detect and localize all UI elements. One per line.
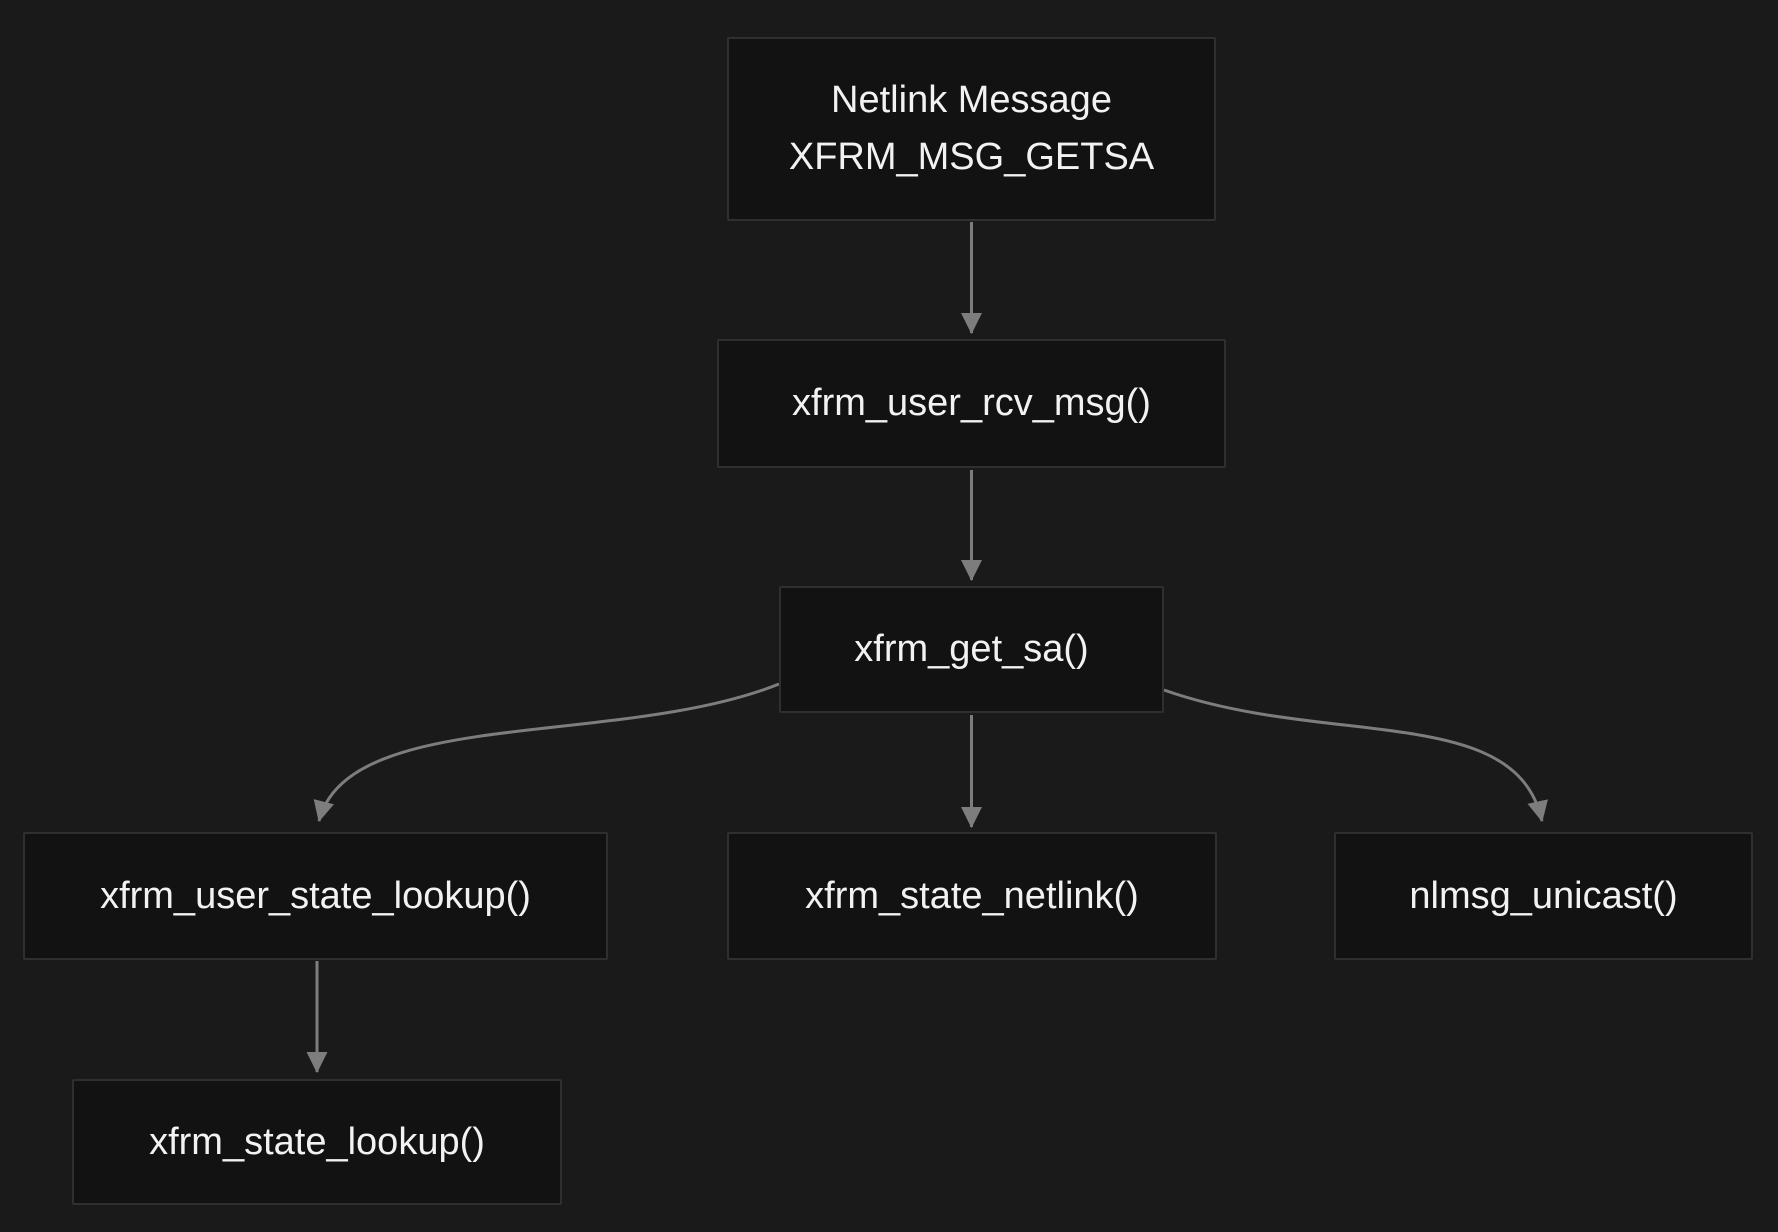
- node-xfrm-get-sa-label: xfrm_get_sa(): [854, 628, 1089, 670]
- node-nlmsg-unicast: nlmsg_unicast(): [1334, 832, 1753, 960]
- edge-getsa-to-nlmsg-unicast-arrow: [1163, 688, 1548, 823]
- node-xfrm-state-netlink-label: xfrm_state_netlink(): [805, 874, 1139, 917]
- node-xfrm-user-state-lookup-label: xfrm_user_state_lookup(): [100, 874, 531, 917]
- node-xfrm-user-state-lookup: xfrm_user_state_lookup(): [23, 832, 608, 960]
- node-xfrm-get-sa: xfrm_get_sa(): [779, 586, 1164, 713]
- edge-getsa-to-user-state-lookup-arrow: [313, 682, 780, 823]
- node-netlink-message: Netlink Message XFRM_MSG_GETSA: [727, 37, 1216, 221]
- node-xfrm-user-rcv-msg: xfrm_user_rcv_msg(): [717, 339, 1226, 468]
- node-nlmsg-unicast-label: nlmsg_unicast(): [1409, 874, 1678, 917]
- node-xfrm-state-lookup-label: xfrm_state_lookup(): [149, 1120, 485, 1163]
- node-netlink-message-line1: Netlink Message: [831, 79, 1112, 121]
- node-xfrm-user-rcv-msg-label: xfrm_user_rcv_msg(): [792, 382, 1151, 424]
- node-xfrm-state-lookup: xfrm_state_lookup(): [72, 1079, 562, 1205]
- node-xfrm-state-netlink: xfrm_state_netlink(): [727, 832, 1217, 960]
- node-netlink-message-line2: XFRM_MSG_GETSA: [788, 136, 1155, 178]
